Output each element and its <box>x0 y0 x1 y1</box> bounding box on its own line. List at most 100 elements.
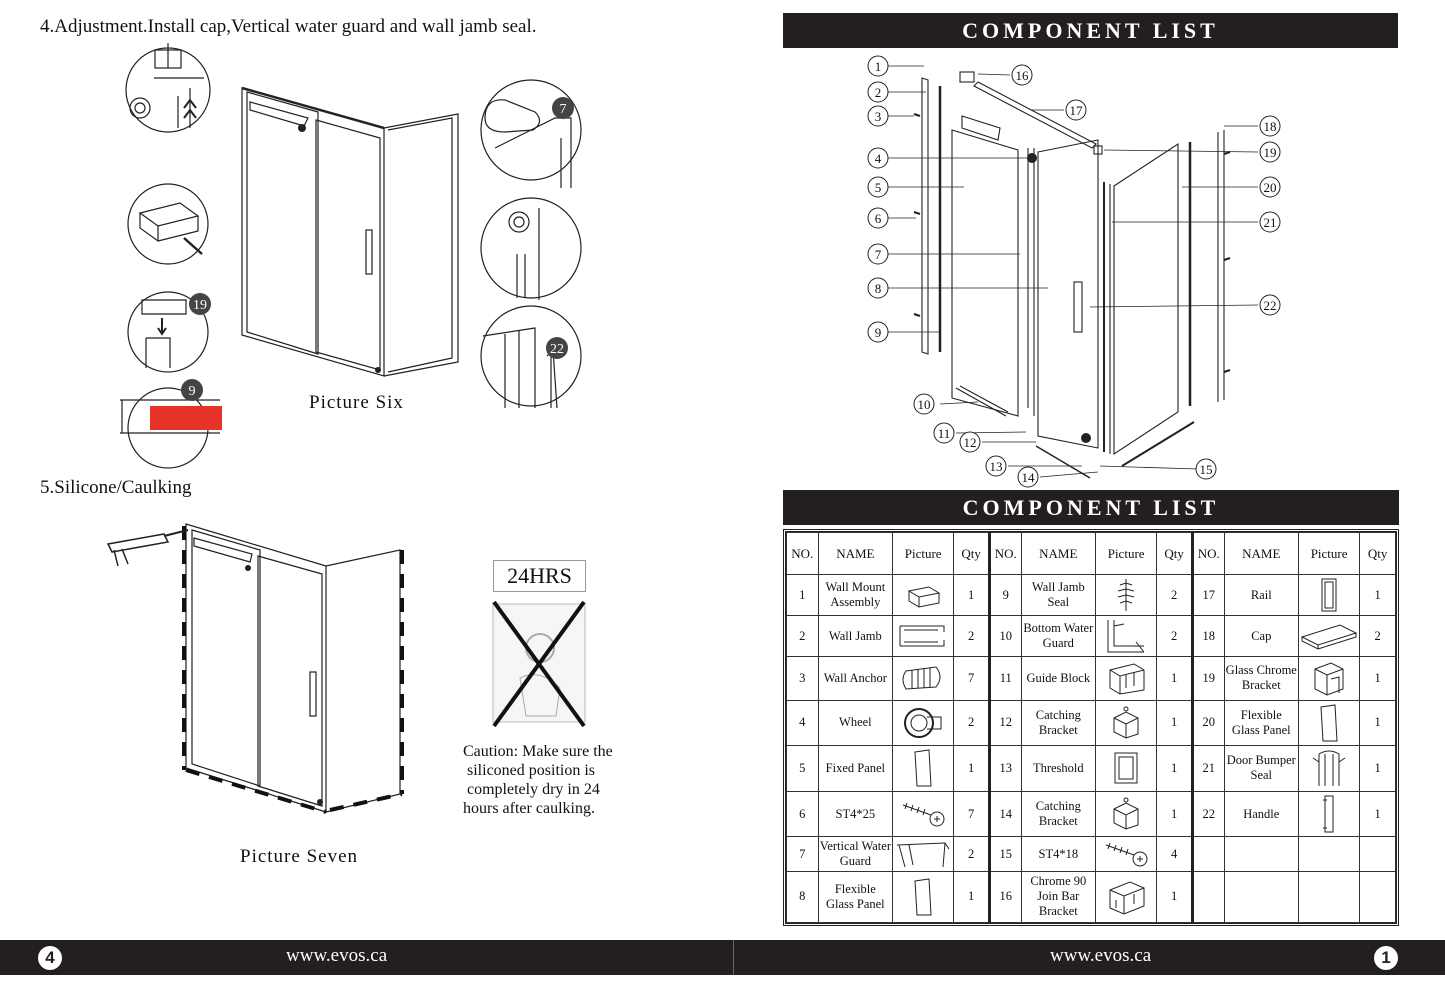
cell-name: Wheel <box>817 699 894 747</box>
detail-circles-right: 7 22 <box>480 79 582 409</box>
callout-18: 18 <box>1264 119 1277 134</box>
caution-line-1: Caution: Make sure the <box>463 743 613 760</box>
wheel-icon <box>892 699 955 747</box>
cell-qty <box>1359 836 1396 872</box>
cell-qty: 7 <box>953 790 990 838</box>
cell-no: 7 <box>786 836 819 872</box>
cell-name: Vertical Water Guard <box>817 836 894 872</box>
cell-no: 20 <box>1190 699 1225 747</box>
cell-qty: 1 <box>1156 745 1193 792</box>
cell-name: Guide Block <box>1020 656 1097 701</box>
detail-label-22: 22 <box>550 342 564 357</box>
cell-name: Catching Bracket <box>1020 790 1097 838</box>
header-no: NO. <box>786 532 819 575</box>
cell-no: 22 <box>1190 790 1225 838</box>
cell-qty: 1 <box>1156 790 1193 838</box>
cell-qty: 1 <box>953 745 990 792</box>
cell-name: Rail <box>1223 573 1300 617</box>
vguard-icon <box>892 836 955 872</box>
component-table: NO. NAME Picture Qty NO. NAME Picture Qt… <box>786 532 1396 924</box>
callout-5: 5 <box>875 180 882 195</box>
cell-no <box>1190 836 1225 872</box>
cell-qty: 2 <box>1156 615 1193 658</box>
cell-qty: 2 <box>1359 615 1396 658</box>
seal-highlight <box>150 406 222 430</box>
cell-name: Flexible Glass Panel <box>817 870 894 924</box>
cell-no: 6 <box>786 790 819 838</box>
callout-14: 14 <box>1022 470 1036 485</box>
cell-no: 15 <box>987 836 1022 872</box>
callout-4: 4 <box>875 151 882 166</box>
seal-icon <box>1095 573 1158 617</box>
join-bracket-icon <box>1095 870 1158 924</box>
rail-icon <box>1297 573 1361 617</box>
callout-10: 10 <box>918 397 931 412</box>
cell-qty: 1 <box>1359 656 1396 701</box>
cell-qty: 2 <box>953 699 990 747</box>
callout-20: 20 <box>1264 180 1277 195</box>
callout-22: 22 <box>1264 298 1277 313</box>
header-picture: Picture <box>892 532 955 575</box>
footer-url-right[interactable]: www.evos.ca <box>1050 945 1152 966</box>
callout-12: 12 <box>964 435 977 450</box>
callout-1: 1 <box>875 59 882 74</box>
step5-title: 5.Silicone/Caulking <box>40 477 192 498</box>
header-no: NO. <box>1190 532 1225 575</box>
cell-qty: 1 <box>1359 745 1396 792</box>
cell-no: 9 <box>987 573 1022 617</box>
cell-qty: 1 <box>953 573 990 617</box>
callout-15: 15 <box>1200 462 1213 477</box>
cell-name: Chrome 90 Join Bar Bracket <box>1020 870 1097 924</box>
detail-label-19: 19 <box>193 298 207 313</box>
page-footer: 4 www.evos.ca www.evos.ca 1 <box>0 940 1445 975</box>
picture-seven-caption: Picture Seven <box>240 846 359 867</box>
callout-9: 9 <box>875 325 882 340</box>
cell-no <box>1190 870 1225 924</box>
caution-line-2: siliconed position is <box>467 762 595 779</box>
wall-mount-icon <box>892 573 955 617</box>
callout-16: 16 <box>1016 68 1030 83</box>
cell-qty <box>1359 870 1396 924</box>
table-header-row: NO. NAME Picture Qty NO. NAME Picture Qt… <box>786 532 1396 575</box>
cell-qty: 7 <box>953 656 990 701</box>
bracket-icon <box>1297 656 1361 701</box>
cell-qty: 1 <box>1156 870 1193 924</box>
no-shower-icon <box>492 600 586 728</box>
anchor-icon <box>892 656 955 701</box>
cell-name <box>1223 836 1300 872</box>
caution-text: Caution: Make sure the siliconed positio… <box>463 742 613 818</box>
cell-name: Cap <box>1223 615 1300 658</box>
header-picture: Picture <box>1297 532 1361 575</box>
cell-qty: 1 <box>1156 699 1193 747</box>
cell-no: 4 <box>786 699 819 747</box>
cell-name: ST4*25 <box>817 790 894 838</box>
footer-url-left[interactable]: www.evos.ca <box>286 945 388 966</box>
cell-name: Wall Mount Assembly <box>817 573 894 617</box>
cap-icon <box>1297 615 1361 658</box>
header-no: NO. <box>987 532 1022 575</box>
jamb-icon <box>892 615 955 658</box>
cell-name: Handle <box>1223 790 1300 838</box>
cell-qty: 2 <box>953 836 990 872</box>
cell-name: Bottom Water Guard <box>1020 615 1097 658</box>
cell-name: ST4*18 <box>1020 836 1097 872</box>
detail-label-7: 7 <box>560 102 567 117</box>
panel-icon <box>892 870 955 924</box>
cell-name: Catching Bracket <box>1020 699 1097 747</box>
cell-name: Fixed Panel <box>817 745 894 792</box>
threshold-icon <box>1095 745 1158 792</box>
callout-3: 3 <box>875 109 882 124</box>
callout-17: 17 <box>1070 103 1084 118</box>
cell-name: Glass Chrome Bracket <box>1223 656 1300 701</box>
cell-qty: 1 <box>1359 699 1396 747</box>
cell-no: 21 <box>1190 745 1225 792</box>
panel-icon <box>1297 699 1361 747</box>
cell-name: Wall Anchor <box>817 656 894 701</box>
